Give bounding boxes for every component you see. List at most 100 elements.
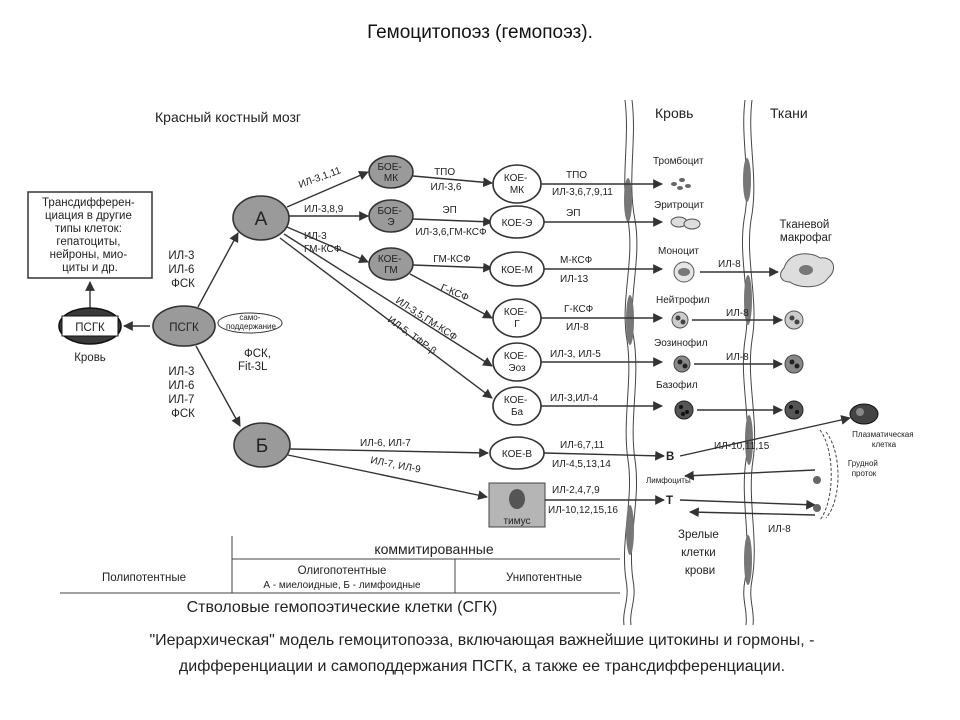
arrow-a-koeba xyxy=(279,237,493,399)
cell-b xyxy=(233,422,291,468)
psgk-blood-label: ПСГК xyxy=(75,322,105,334)
cytokine-mono-macro: ИЛ-8 xyxy=(718,259,741,270)
basophil-tissue-icon xyxy=(784,400,804,420)
plasma-cell-icon xyxy=(849,403,879,425)
cell-koe-eoz xyxy=(492,342,542,382)
cytokine-koegm-koeg: Г-КСФ xyxy=(439,283,471,304)
cytokine-a-boee: ИЛ-3,8,9 xyxy=(304,204,344,215)
thoracic-duct-label: Грудной проток xyxy=(848,459,880,478)
thymus-cell-icon xyxy=(509,489,525,509)
psgk-label: ПСГК xyxy=(169,322,199,334)
cytokine-thymus-out: ИЛ-2,4,7,9 ИЛ-10,12,15,16 xyxy=(548,485,618,516)
cytokine-a-boemk: ИЛ-3,1,11 xyxy=(297,165,343,191)
vessel-wall-left-2 xyxy=(630,99,638,626)
endothelial-cell xyxy=(626,505,634,555)
thoracic-duct xyxy=(819,429,832,521)
cytokine-neut-tissue: ИЛ-8 xyxy=(726,308,749,319)
cytokine-eoz-tissue: ИЛ-8 xyxy=(726,352,749,363)
arrow-duct-blood xyxy=(684,469,816,481)
endothelial-cell xyxy=(744,535,752,585)
cytokine-koeeoz-out: ИЛ-3, ИЛ-5 xyxy=(550,349,601,360)
oligopotent-label: Олигопотентные xyxy=(298,565,387,577)
lymphocytes-label: Лимфоциты xyxy=(646,476,691,485)
cell-a xyxy=(232,195,290,241)
unipotent-label: Унипотентные xyxy=(506,572,582,584)
thrombocyte-icon xyxy=(671,178,691,190)
cell-boe-mk-label: БОЕ- МК xyxy=(377,162,404,184)
vessel-wall-right-2 xyxy=(748,99,756,626)
cytokine-b-plasma: ИЛ-10,11,15 xyxy=(714,441,770,452)
basophil-icon xyxy=(674,400,694,420)
blood-header: Кровь xyxy=(655,105,693,121)
arrow-psgk-a xyxy=(197,232,239,308)
cell-koe-m-label: КОЕ-М xyxy=(501,265,533,276)
arrow-a-koeeoz xyxy=(283,233,493,367)
cytokine-t-tissue: ИЛ-8 xyxy=(768,524,791,535)
cytokine-b-thymus: ИЛ-7, ИЛ-9 xyxy=(369,455,421,476)
tissues-header: Ткани xyxy=(770,105,808,121)
arrow-boemk-koemk xyxy=(412,175,493,188)
cytokine-koee-out: ЭП xyxy=(566,208,580,219)
psgk-cell xyxy=(152,305,216,347)
cell-boe-e-label: БОЕ- Э xyxy=(377,206,404,228)
self-renewal-label: само- поддержание xyxy=(226,313,277,331)
arrow-boee-koee xyxy=(412,216,493,227)
psgk-self-cytokines: ФСК, Fit-3L xyxy=(238,348,274,373)
arrow-b-thymus xyxy=(287,454,488,500)
cell-koe-e-label: КОЕ-Э xyxy=(502,218,533,229)
lymphocyte-icon xyxy=(813,476,821,484)
endothelial-cell xyxy=(624,178,632,222)
arrow-a-boemk xyxy=(286,171,369,208)
oligopotent-sub-label: А - миелоидные, Б - лимфоидные xyxy=(263,579,421,591)
neutrophil-tissue-icon xyxy=(784,310,804,330)
cytokine-boemk-koemk: ТПО ИЛ-3,6 xyxy=(431,167,462,193)
cell-koe-gm xyxy=(368,247,414,281)
slide-title: Гемоцитопоэз (гемопоэз). xyxy=(367,22,593,43)
eosinophil-icon xyxy=(673,355,691,373)
macrophage-icon xyxy=(780,253,835,288)
cytokines-to-a: ИЛ-3 ИЛ-6 ФСК xyxy=(168,250,197,290)
cell-koe-v-label: КОЕ-В xyxy=(502,449,532,460)
monocyte-label: Моноцит xyxy=(658,246,699,257)
caption-line-1: "Иерархическая" модель гемоцитопоэза, вк… xyxy=(149,632,814,649)
arrow-psgk-b xyxy=(195,345,241,427)
b-lymphocyte-letter: В xyxy=(666,451,674,463)
neutrophil-icon xyxy=(671,311,689,329)
cell-b-label: Б xyxy=(256,436,268,457)
cell-koe-g-label: КОЕ- Г xyxy=(504,307,530,330)
mature-blood-label: Зрелые клетки крови xyxy=(678,529,722,577)
cell-koe-mk-label: КОЕ- МК xyxy=(504,173,530,196)
self-renewal-loop xyxy=(217,312,283,334)
neutrophil-label: Нейтрофил xyxy=(656,294,710,306)
erythrocyte-label: Эритроцит xyxy=(654,200,704,211)
caption-line-2: дифференциации и самоподдержания ПСГК, а… xyxy=(179,658,785,675)
endothelial-cell xyxy=(743,158,751,202)
basophil-label: Базофил xyxy=(656,379,698,391)
erythrocyte-icon xyxy=(670,216,701,230)
arrow-b-koev xyxy=(289,447,489,458)
plasma-cell-label: Плазматическая клетка xyxy=(852,430,916,449)
polypotent-label: Полипотентные xyxy=(102,572,186,584)
eosinophil-tissue-icon xyxy=(784,354,804,374)
eosinophil-label: Эозинофил xyxy=(654,337,708,349)
endothelial-cell xyxy=(626,295,634,345)
monocyte-icon xyxy=(673,261,695,283)
cytokine-koeba-out: ИЛ-3,ИЛ-4 xyxy=(550,393,599,404)
thrombocyte-label: Тромбоцит xyxy=(653,155,704,167)
cell-koe-ba xyxy=(492,386,542,426)
cytokines-to-b: ИЛ-3 ИЛ-6 ИЛ-7 ФСК xyxy=(168,366,197,420)
cytokine-koemk-out: ТПО ИЛ-3,6,7,9,11 xyxy=(552,170,613,198)
cytokine-koeg-out: Г-КСФ ИЛ-8 xyxy=(564,304,596,333)
cell-koe-gm-label: КОЕ- ГМ xyxy=(378,254,404,276)
psgk-blood-caption: Кровь xyxy=(74,352,106,364)
psgk-blood-label-box xyxy=(61,315,119,337)
arrow-koegm-koem xyxy=(412,262,493,273)
cytokine-a-koegm: ИЛ-3 ГМ-КСФ xyxy=(304,231,342,255)
cell-koe-mk xyxy=(492,164,542,204)
arrow-koev-out xyxy=(543,450,665,461)
marrow-header: Красный костный мозг xyxy=(155,109,301,125)
macrophage-label: Тканевой макрофаг xyxy=(780,219,833,244)
cell-koe-eoz-label: КОЕ- Эоз xyxy=(504,351,530,374)
committed-label: коммитированные xyxy=(374,541,494,557)
